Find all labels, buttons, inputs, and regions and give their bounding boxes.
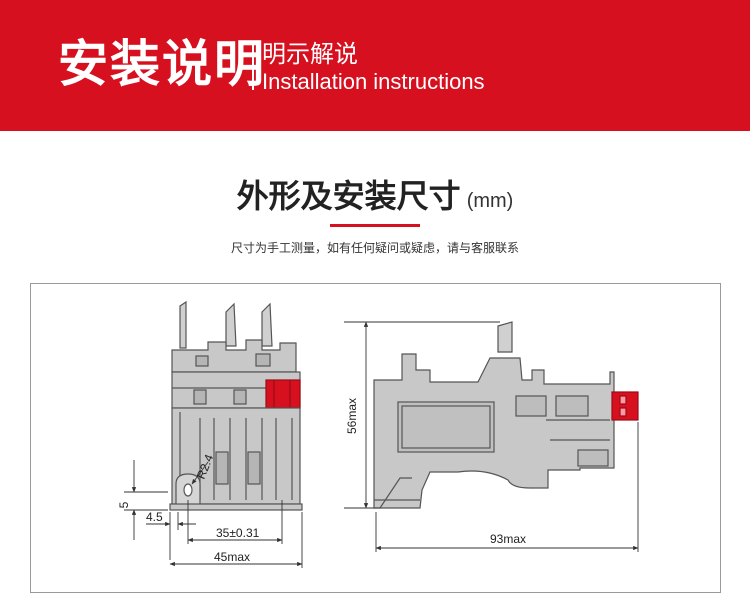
dim-height-small: 5 bbox=[117, 501, 131, 508]
banner-subtitle-cn: 明示解说 bbox=[262, 40, 358, 68]
dim-side-length: 93max bbox=[490, 532, 526, 546]
measurement-note: 尺寸为手工测量，如有任何疑问或疑虑，请与客服联系 bbox=[230, 241, 519, 255]
title-underline bbox=[330, 224, 420, 227]
side-view bbox=[373, 321, 639, 509]
section-title-unit: (mm) bbox=[466, 190, 514, 212]
section-title: 外形及安装尺寸(mm) bbox=[0, 171, 750, 217]
dim-offset: 4.5 bbox=[146, 510, 163, 524]
dim-side-height: 56max bbox=[345, 398, 359, 434]
side-view-dimensions bbox=[344, 321, 639, 552]
banner-subtitle-en: Installation instructions bbox=[262, 69, 485, 94]
dim-width: 45max bbox=[214, 550, 250, 564]
dim-hole-spacing: 35±0.31 bbox=[216, 526, 260, 540]
banner-title: 安装说明 bbox=[58, 35, 266, 93]
header-banner: 安装说明 明示解说 Installation instructions bbox=[0, 0, 750, 131]
section-title-text: 外形及安装尺寸 bbox=[236, 177, 461, 215]
front-view-dimensions bbox=[124, 460, 303, 568]
banner-divider bbox=[252, 44, 254, 90]
front-view bbox=[169, 300, 303, 511]
